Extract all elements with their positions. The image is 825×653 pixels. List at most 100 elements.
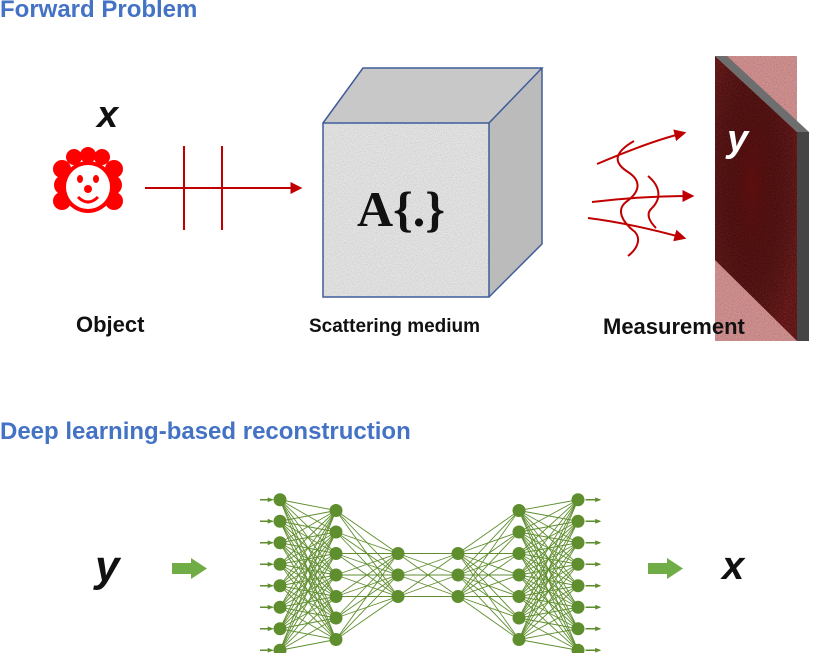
network-edge bbox=[279, 531, 337, 651]
network-edge bbox=[457, 596, 520, 640]
network-neuron bbox=[571, 643, 585, 653]
network-edge bbox=[397, 574, 459, 597]
incident-wave-arrow bbox=[145, 146, 303, 230]
measurement-variable-y: y bbox=[727, 118, 749, 160]
network-neuron bbox=[329, 525, 343, 539]
network-edge bbox=[518, 563, 579, 640]
network-edge bbox=[518, 628, 579, 640]
network-connections bbox=[279, 499, 579, 651]
network-neuron bbox=[512, 611, 526, 625]
clown-object-icon bbox=[53, 147, 123, 213]
output-arrow-icon bbox=[648, 558, 683, 579]
network-edge bbox=[518, 585, 579, 640]
object-variable-x: x bbox=[97, 94, 119, 136]
network-neuron bbox=[571, 536, 585, 550]
network-edge bbox=[518, 499, 579, 511]
network-neurons bbox=[273, 493, 585, 653]
network-neuron bbox=[512, 568, 526, 582]
network-neuron bbox=[273, 600, 287, 614]
network-edge bbox=[279, 553, 337, 651]
network-neuron bbox=[512, 504, 526, 517]
input-arrow-icon bbox=[172, 558, 207, 579]
network-neuron bbox=[451, 590, 465, 603]
network-neuron bbox=[273, 622, 287, 636]
scattering-medium-label: Scattering medium bbox=[309, 316, 481, 337]
network-edge bbox=[279, 639, 337, 651]
network-edge bbox=[518, 521, 579, 640]
network-edge bbox=[518, 499, 579, 554]
network-neuron bbox=[391, 590, 405, 603]
network-edge bbox=[397, 553, 459, 576]
network-edge bbox=[279, 596, 337, 651]
neural-network bbox=[260, 493, 602, 653]
network-neuron bbox=[391, 547, 405, 560]
network-edge bbox=[518, 499, 579, 640]
network-neuron bbox=[512, 633, 526, 646]
network-neuron bbox=[571, 557, 585, 571]
network-neuron bbox=[329, 547, 343, 560]
network-neuron bbox=[512, 590, 526, 603]
network-edge bbox=[279, 510, 337, 544]
network-neuron bbox=[571, 493, 585, 507]
network-edge bbox=[279, 510, 337, 565]
network-neuron bbox=[273, 536, 287, 550]
network-neuron bbox=[273, 514, 287, 528]
network-edge bbox=[279, 617, 337, 651]
network-neuron bbox=[391, 568, 405, 582]
network-edge bbox=[518, 606, 579, 640]
network-neuron bbox=[329, 633, 343, 646]
measurement-label: Measurement bbox=[603, 314, 745, 339]
forward-operator: A{.} bbox=[357, 181, 446, 237]
network-neuron bbox=[451, 568, 465, 582]
network-neuron bbox=[273, 493, 287, 507]
network-io-arrows bbox=[260, 497, 602, 653]
scattered-wave-arrows bbox=[587, 129, 695, 257]
network-neuron bbox=[329, 568, 343, 582]
network-edge bbox=[279, 510, 337, 651]
network-edge bbox=[335, 553, 399, 619]
network-edge bbox=[335, 574, 399, 640]
network-edge bbox=[518, 639, 579, 651]
network-neuron bbox=[273, 643, 287, 653]
network-neuron bbox=[329, 590, 343, 603]
network-edge bbox=[457, 531, 520, 597]
network-edge bbox=[457, 553, 520, 597]
network-neuron bbox=[571, 579, 585, 593]
network-edge bbox=[279, 574, 337, 651]
network-edge bbox=[518, 499, 579, 576]
network-edge bbox=[335, 510, 399, 554]
network-edge bbox=[279, 499, 337, 511]
network-neuron bbox=[273, 579, 287, 593]
network-neuron bbox=[329, 611, 343, 625]
network-edge bbox=[518, 499, 579, 619]
network-edge bbox=[397, 553, 459, 597]
network-neuron bbox=[571, 600, 585, 614]
network-edge bbox=[335, 553, 399, 597]
network-edge bbox=[335, 596, 399, 640]
network-edge bbox=[457, 574, 520, 597]
scattering-medium-cube bbox=[322, 67, 544, 298]
network-edge bbox=[518, 499, 579, 533]
network-output-x: x bbox=[722, 544, 745, 588]
network-edge bbox=[457, 510, 520, 576]
network-edge bbox=[518, 542, 579, 640]
network-neuron bbox=[512, 547, 526, 560]
network-edge bbox=[279, 510, 337, 587]
forward-problem-title: Forward Problem bbox=[0, 0, 198, 23]
network-input-y: y bbox=[95, 542, 120, 591]
network-neuron bbox=[329, 504, 343, 517]
network-edge bbox=[335, 531, 399, 554]
network-edge bbox=[335, 553, 399, 640]
network-edge bbox=[279, 510, 337, 629]
network-edge bbox=[279, 510, 337, 608]
network-edge bbox=[457, 596, 520, 619]
reconstruction-title: Deep learning-based reconstruction bbox=[0, 418, 411, 445]
object-label: Object bbox=[76, 312, 145, 337]
network-edge bbox=[518, 499, 579, 597]
measurement-screen bbox=[715, 56, 809, 341]
network-edge bbox=[457, 510, 520, 554]
network-neuron bbox=[512, 525, 526, 539]
network-neuron bbox=[571, 622, 585, 636]
network-edge bbox=[279, 510, 337, 522]
